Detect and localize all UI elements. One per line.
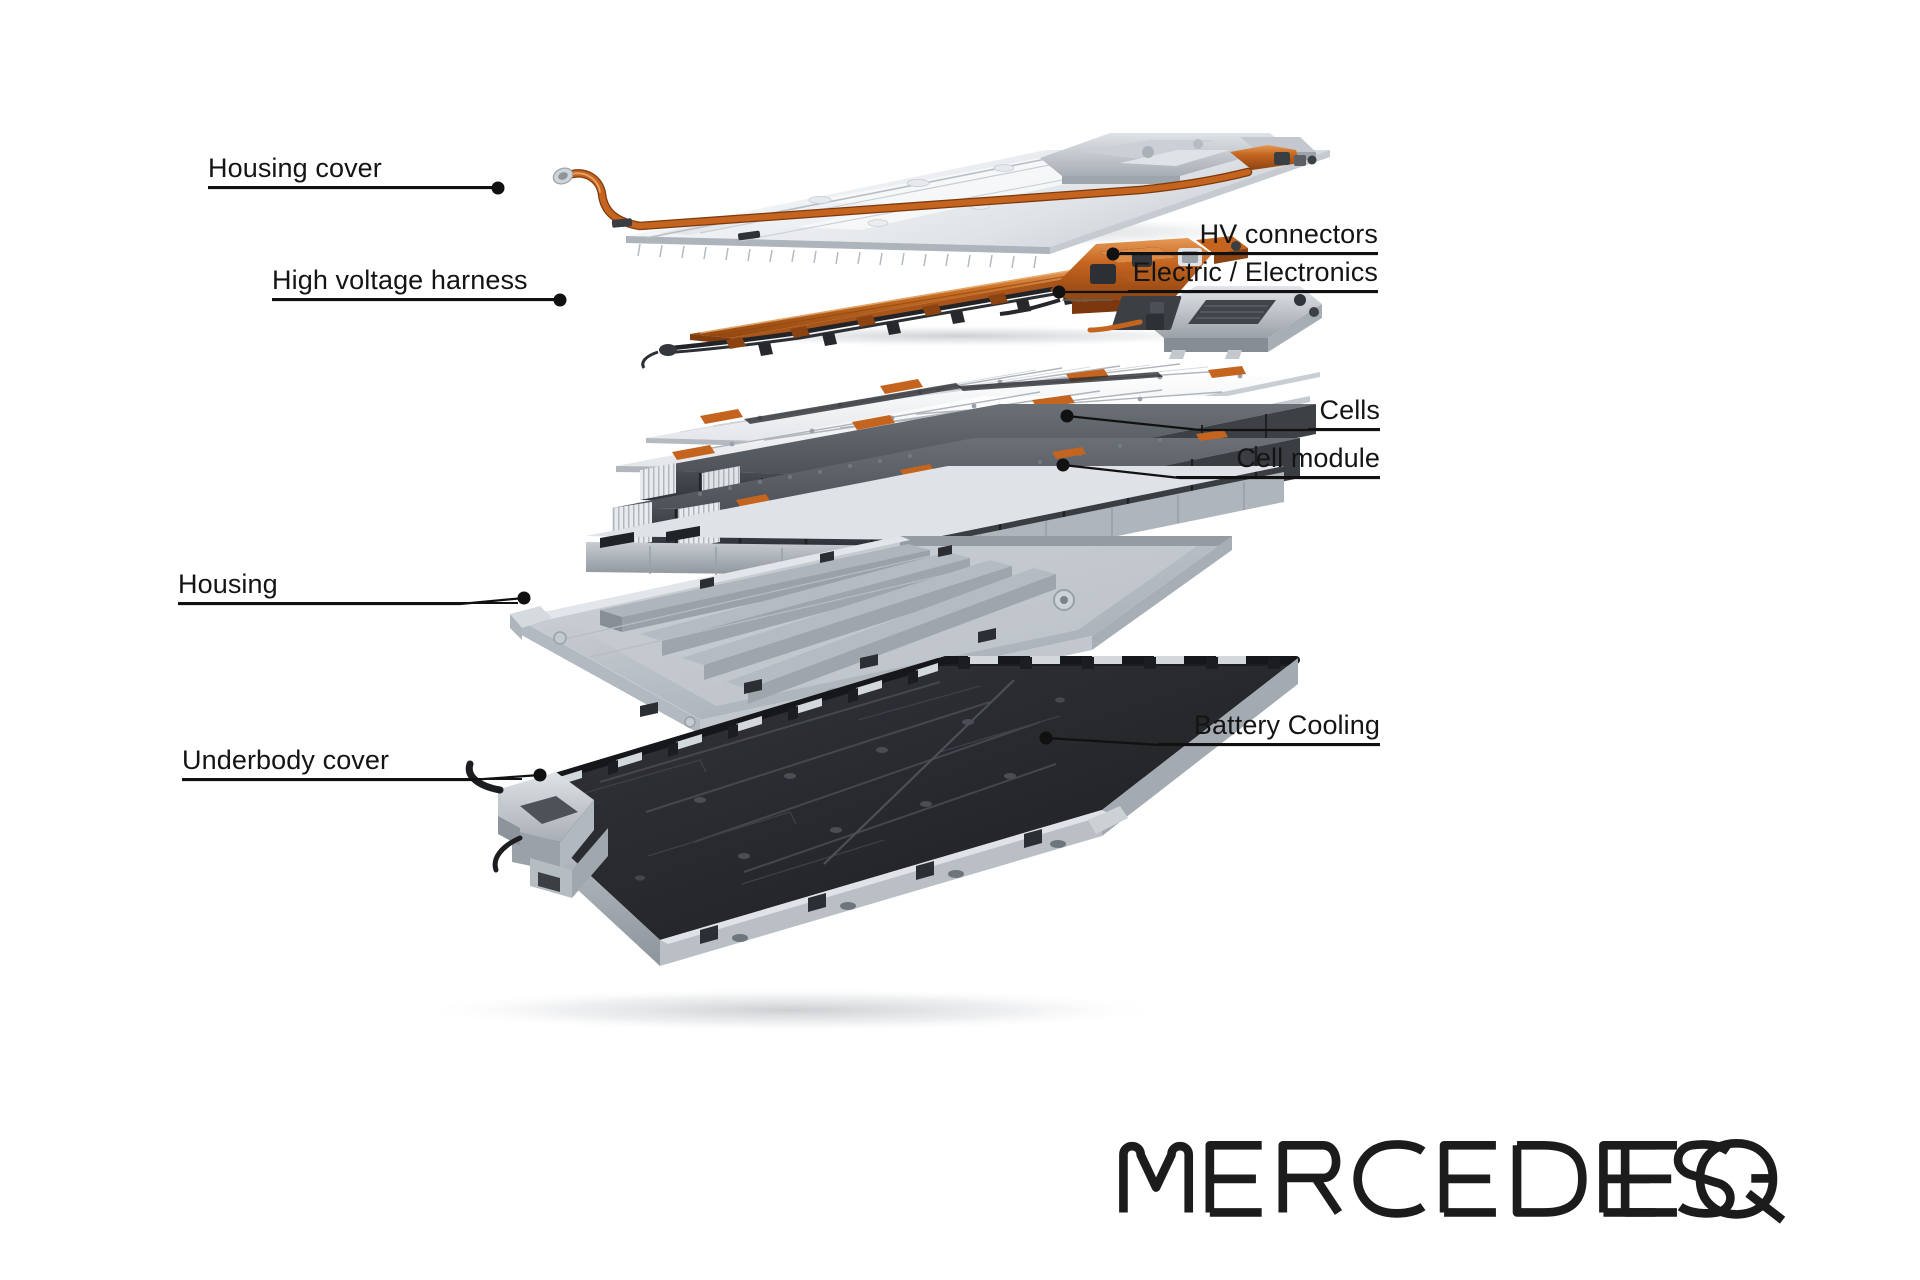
callout-label: HV connectors: [1199, 219, 1378, 249]
callout-housing[interactable]: Housing: [178, 564, 518, 604]
callout-label: Housing cover: [208, 153, 382, 183]
callout-rule: [1128, 290, 1378, 292]
callout-label: Underbody cover: [182, 745, 390, 775]
callout-high-voltage-harness[interactable]: High voltage harness: [272, 260, 560, 300]
callout-underbody-cover[interactable]: Underbody cover: [182, 740, 522, 780]
callout-battery-cooling[interactable]: Battery Cooling: [1158, 705, 1380, 745]
callout-hv-connectors[interactable]: HV connectors: [1120, 214, 1378, 254]
callout-rule: [182, 778, 522, 780]
electric-electronics-box: [1062, 286, 1322, 359]
callout-rule: [1158, 743, 1380, 745]
callout-label: High voltage harness: [272, 265, 528, 295]
callout-cell-module[interactable]: Cell module: [1176, 438, 1380, 478]
callout-rule: [1308, 428, 1380, 430]
callout-rule: [1120, 252, 1378, 254]
eq-wordmark-suffix: [1620, 1139, 1786, 1224]
callout-label: Battery Cooling: [1193, 710, 1380, 740]
battery-cooling-rail: [502, 656, 1300, 796]
layer-housing-cover: [552, 133, 1330, 269]
callout-label: Cell module: [1236, 443, 1380, 473]
underbody-corner-bracket: [498, 772, 608, 898]
callout-rule: [208, 186, 498, 188]
callout-rule: [272, 298, 560, 300]
callout-label: Housing: [178, 569, 278, 599]
callout-electric-electronics[interactable]: Electric / Electronics: [1128, 252, 1378, 292]
callout-cells[interactable]: Cells: [1308, 390, 1380, 430]
callout-rule: [1176, 476, 1380, 478]
callout-rule: [178, 602, 518, 604]
callout-label: Electric / Electronics: [1132, 257, 1378, 287]
layer-underbody-cover: [410, 656, 1300, 1032]
callout-housing-cover[interactable]: Housing cover: [208, 148, 498, 188]
callout-label: Cells: [1319, 395, 1380, 425]
